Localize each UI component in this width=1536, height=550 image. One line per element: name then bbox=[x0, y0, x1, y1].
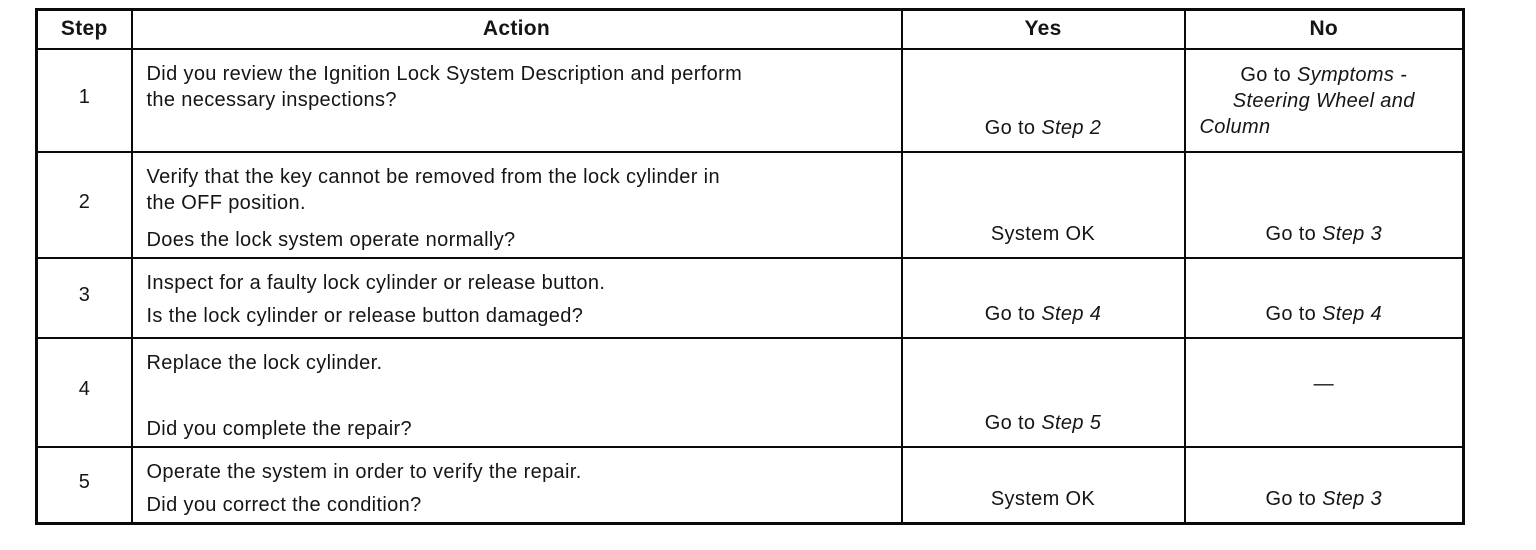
no-text: Go to Step 4 bbox=[1265, 302, 1382, 325]
no-text: Go to Step 3 bbox=[1265, 488, 1382, 510]
action-line: Did you correct the condition? bbox=[146, 493, 422, 516]
table-row: 5 Operate the system in order to verify … bbox=[35, 445, 1465, 525]
step-cell: 2 bbox=[35, 150, 133, 259]
column-header-no: No bbox=[1183, 8, 1465, 50]
diagnostic-table: Step Action Yes No 1 Did you review the … bbox=[35, 8, 1465, 525]
no-cell: Go to Step 3 bbox=[1183, 445, 1465, 525]
action-line: the OFF position. bbox=[146, 191, 306, 214]
action-line: the necessary inspections? bbox=[146, 88, 397, 111]
no-text: Go to Symptoms - bbox=[1240, 63, 1408, 86]
yes-cell: System OK bbox=[900, 150, 1186, 259]
column-header-action: Action bbox=[130, 8, 903, 50]
no-text: Column bbox=[1199, 115, 1271, 138]
no-cell: Go to Step 4 bbox=[1183, 256, 1465, 339]
yes-text: Go to Step 4 bbox=[984, 302, 1102, 325]
column-header-step: Step bbox=[35, 8, 133, 50]
table-row: 3 Inspect for a faulty lock cylinder or … bbox=[35, 256, 1465, 339]
step-cell: 3 bbox=[35, 256, 133, 339]
action-line: Verify that the key cannot be removed fr… bbox=[146, 165, 720, 188]
action-line: Inspect for a faulty lock cylinder or re… bbox=[146, 271, 606, 294]
yes-text: Go to Step 5 bbox=[984, 411, 1102, 434]
action-cell: Replace the lock cylinder. Did you compl… bbox=[130, 336, 903, 448]
action-line: Is the lock cylinder or release button d… bbox=[146, 304, 584, 327]
no-cell: Go to Step 3 bbox=[1183, 150, 1465, 259]
action-line: Does the lock system operate normally? bbox=[146, 228, 516, 251]
step-cell: 4 bbox=[35, 336, 133, 448]
table-row: 1 Did you review the Ignition Lock Syste… bbox=[35, 47, 1465, 153]
table-row: 4 Replace the lock cylinder. Did you com… bbox=[35, 336, 1465, 448]
yes-cell: System OK bbox=[900, 445, 1186, 525]
step-cell: 5 bbox=[35, 445, 133, 525]
column-header-yes: Yes bbox=[900, 8, 1186, 50]
yes-text: Go to Step 2 bbox=[984, 116, 1102, 139]
yes-text: System OK bbox=[990, 488, 1096, 510]
no-dash: — bbox=[1313, 373, 1334, 395]
no-cell: — bbox=[1183, 336, 1465, 448]
action-cell: Did you review the Ignition Lock System … bbox=[130, 47, 903, 153]
no-text: Go to Step 3 bbox=[1265, 222, 1382, 245]
step-cell: 1 bbox=[35, 47, 133, 153]
no-cell: Go to Symptoms - Steering Wheel and Colu… bbox=[1183, 47, 1465, 153]
action-cell: Inspect for a faulty lock cylinder or re… bbox=[130, 256, 903, 339]
yes-cell: Go to Step 5 bbox=[900, 336, 1186, 448]
action-line: Did you review the Ignition Lock System … bbox=[146, 62, 743, 85]
action-cell: Operate the system in order to verify th… bbox=[130, 445, 903, 525]
yes-cell: Go to Step 2 bbox=[900, 47, 1186, 153]
yes-cell: Go to Step 4 bbox=[900, 256, 1186, 339]
action-cell: Verify that the key cannot be removed fr… bbox=[130, 150, 903, 259]
action-line: Operate the system in order to verify th… bbox=[146, 460, 582, 483]
header-row: Step Action Yes No bbox=[35, 8, 1465, 50]
action-line: Replace the lock cylinder. bbox=[146, 351, 383, 374]
action-line: Did you complete the repair? bbox=[146, 417, 412, 440]
table-row: 2 Verify that the key cannot be removed … bbox=[35, 150, 1465, 259]
no-text: Steering Wheel and bbox=[1232, 89, 1415, 112]
yes-text: System OK bbox=[990, 222, 1096, 245]
